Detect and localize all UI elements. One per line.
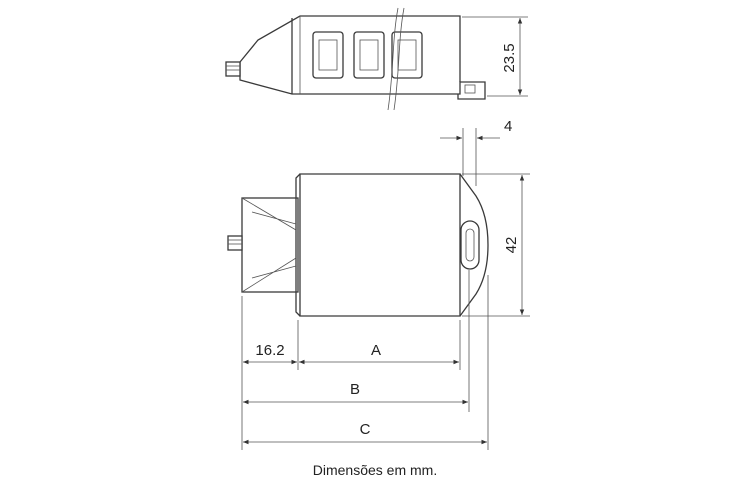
mounting-slot: [460, 220, 480, 270]
dim-height-label: 23.5: [501, 43, 518, 72]
cable-stub: [225, 61, 241, 77]
dim-tab-label: 4: [504, 118, 512, 135]
dim-c-label: C: [360, 421, 371, 438]
dim-connector-label: 16.2: [255, 342, 284, 359]
caption: Dimensões em mm.: [312, 462, 438, 478]
cable-stub: [227, 235, 243, 251]
dim-a-label: A: [371, 342, 381, 359]
usb-port: [353, 31, 385, 79]
dim-b-label: B: [350, 381, 360, 398]
side-view: 23.5: [225, 7, 528, 111]
dim-depth-label: 42: [503, 237, 520, 254]
usb-port: [391, 31, 423, 79]
plan-view: 4 42 16.2 A B C: [227, 118, 530, 450]
usb-port: [312, 31, 344, 79]
